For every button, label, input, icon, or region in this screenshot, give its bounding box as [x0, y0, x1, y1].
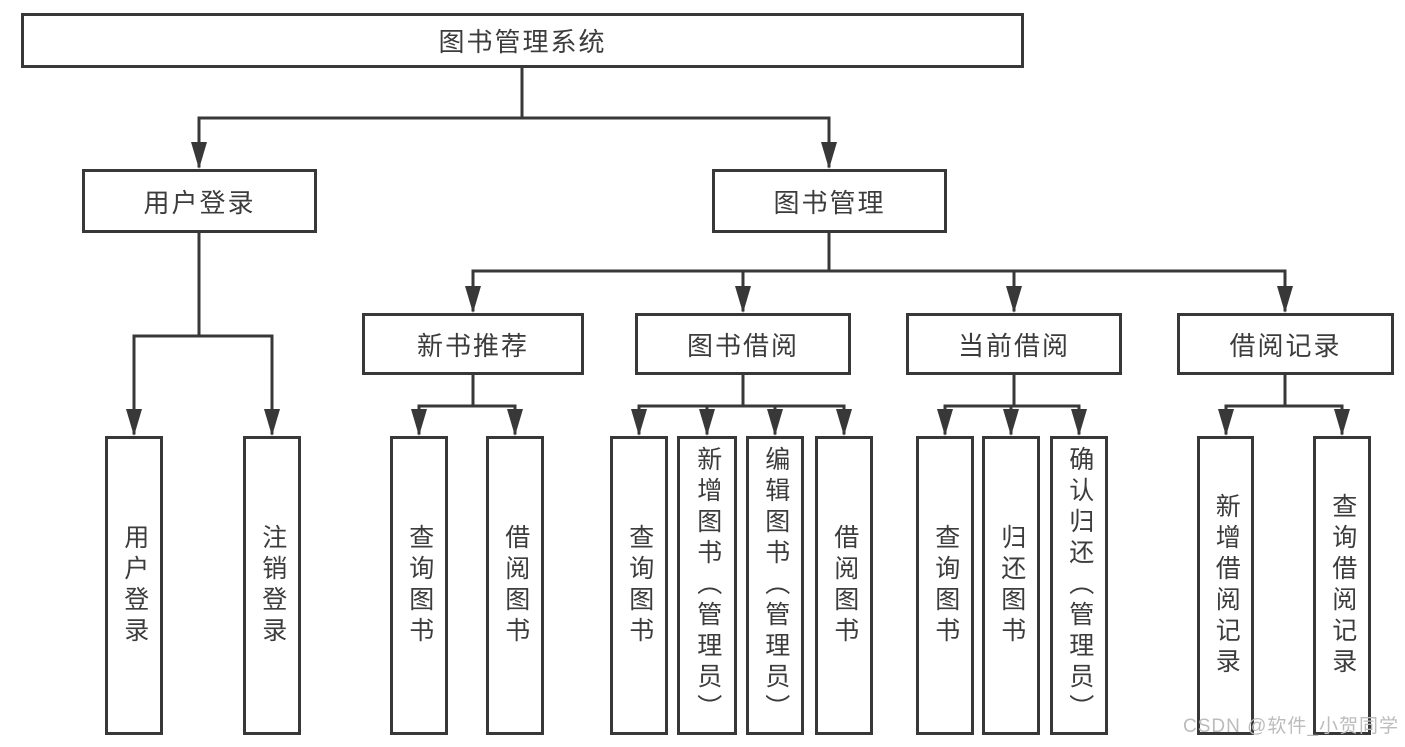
leaf-borrow-books-recommend: 借阅图书 — [486, 436, 544, 735]
node-label: 借阅图书 — [830, 523, 859, 648]
node-label: 查询借阅记录 — [1328, 492, 1357, 679]
node-label: 图书借阅 — [686, 330, 799, 361]
leaf-query-books-current: 查询图书 — [916, 436, 974, 735]
node-label: 图书管理系统 — [438, 27, 607, 57]
leaf-confirm-return-admin: 确认归还（管理员） — [1050, 436, 1108, 735]
arrowheads — [126, 142, 1350, 436]
leaf-query-books: 查询图书 — [610, 436, 668, 735]
leaf-borrow-books: 借阅图书 — [815, 436, 873, 735]
node-borrow-records: 借阅记录 — [1177, 313, 1394, 375]
node-library-system: 图书管理系统 — [21, 13, 1024, 68]
node-book-management: 图书管理 — [712, 169, 947, 233]
node-user-login: 用户登录 — [82, 169, 317, 233]
node-label: 查询图书 — [931, 523, 960, 648]
leaf-logout: 注销登录 — [243, 436, 301, 735]
leaf-query-borrow-record: 查询借阅记录 — [1313, 436, 1371, 735]
node-label: 用户登录 — [120, 523, 149, 648]
node-label: 注销登录 — [258, 523, 287, 648]
leaf-return-books: 归还图书 — [982, 436, 1040, 735]
leaf-query-books-recommend: 查询图书 — [390, 436, 448, 735]
node-label: 查询图书 — [625, 523, 654, 648]
node-label: 编辑图书（管理员） — [761, 446, 790, 725]
leaf-add-borrow-record: 新增借阅记录 — [1197, 436, 1254, 735]
node-label: 借阅图书 — [501, 523, 530, 648]
node-label: 当前借阅 — [957, 330, 1070, 361]
node-new-book-recommend: 新书推荐 — [362, 313, 584, 375]
leaf-add-books-admin: 新增图书（管理员） — [677, 436, 737, 735]
node-label: 图书管理 — [773, 187, 886, 218]
node-label: 借阅记录 — [1229, 330, 1342, 361]
node-current-borrow: 当前借阅 — [906, 313, 1122, 375]
node-label: 新书推荐 — [416, 330, 529, 361]
csdn-watermark: CSDN @软件_小贺同学 — [1183, 716, 1399, 737]
node-label: 归还图书 — [997, 523, 1026, 648]
node-label: 用户登录 — [143, 187, 256, 218]
leaf-user-login: 用户登录 — [105, 436, 163, 735]
node-label: 确认归还（管理员） — [1065, 446, 1094, 725]
node-label: 新增借阅记录 — [1212, 492, 1241, 679]
node-label: 查询图书 — [405, 523, 434, 648]
node-label: 新增图书（管理员） — [693, 446, 722, 725]
node-book-borrow: 图书借阅 — [635, 313, 851, 375]
leaf-edit-books-admin: 编辑图书（管理员） — [746, 436, 804, 735]
